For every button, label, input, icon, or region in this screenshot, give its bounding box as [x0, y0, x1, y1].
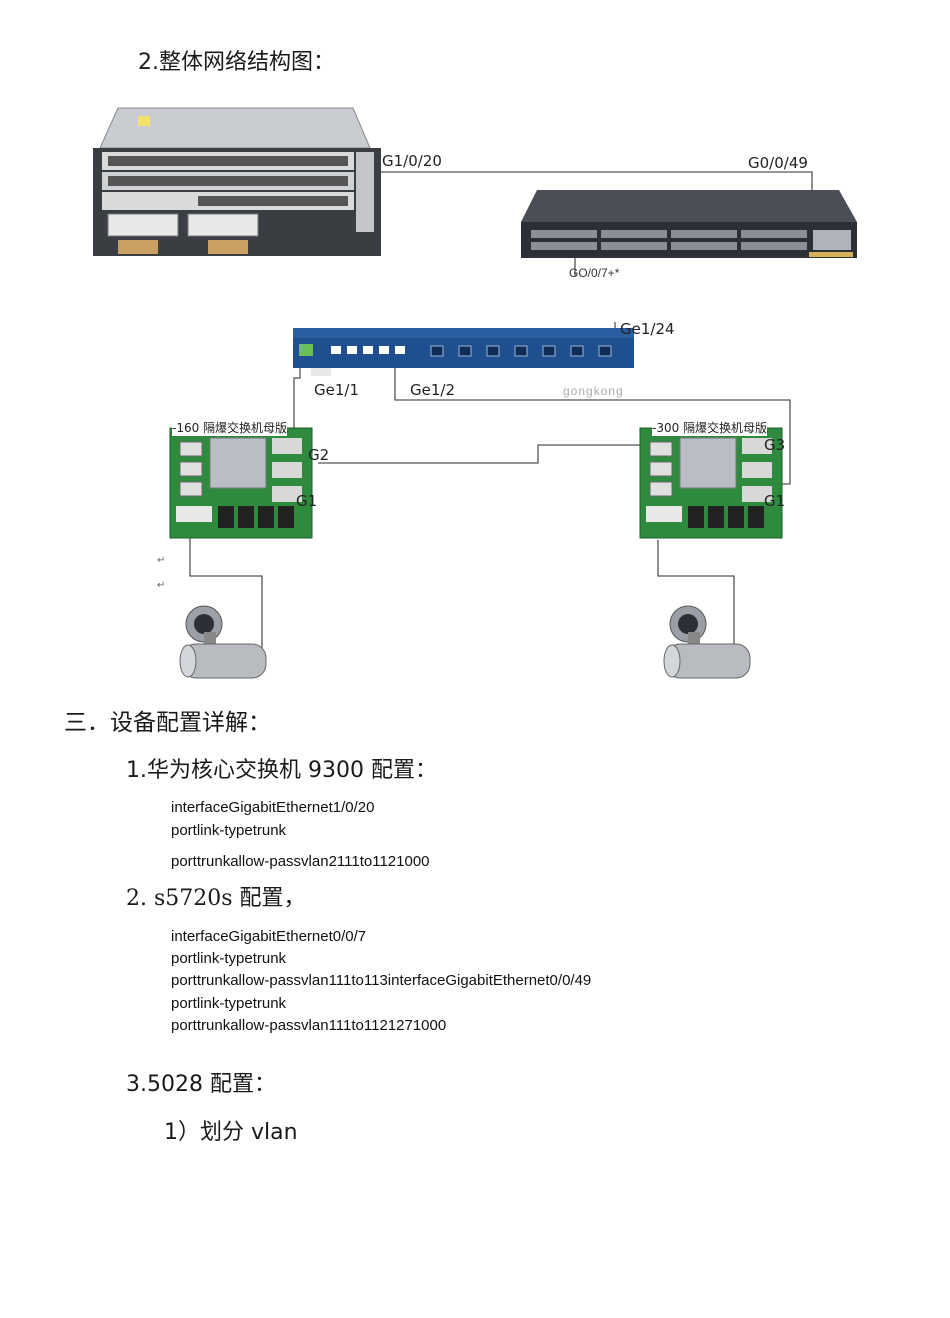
- label-left-g1: G1: [296, 492, 318, 510]
- switch-5028-image: [293, 328, 634, 376]
- label-port-5028-up: Ge1/24: [620, 320, 675, 338]
- subsection-3-item-1: 1）划分 vlan: [164, 1120, 298, 1145]
- left-board-image: [169, 427, 313, 539]
- brand-watermark: gongkong: [563, 384, 624, 398]
- paragraph-mark: ↵: [157, 555, 166, 566]
- paragraph-mark: ↵: [157, 580, 166, 591]
- core-switch-image: [93, 107, 381, 256]
- sub1-line: interfaceGigabitEthernet1/0/20: [171, 799, 375, 816]
- right-board-image: [639, 427, 783, 539]
- sub2-line: interfaceGigabitEthernet0/0/7: [171, 928, 367, 945]
- label-port-core: G1/0/20: [382, 152, 442, 170]
- subsection-2-title: 2. s5720s 配置，: [126, 886, 306, 911]
- label-port-s5720-down: GO/0/7+*: [569, 266, 620, 280]
- subsection-3-title: 3.5028 配置：: [126, 1072, 276, 1097]
- network-diagram: G1/0/20 G0/0/49 GO/0/7+* Ge1/24 Ge1/1 Ge…: [93, 107, 857, 679]
- sub2-line: portlink-typetrunk: [171, 950, 287, 967]
- label-port-5028-a: Ge1/1: [314, 381, 359, 399]
- left-camera-image: [179, 605, 267, 679]
- right-board-title: -300 隔爆交换机母版: [652, 419, 768, 436]
- label-right-g1: G1: [764, 492, 786, 510]
- sub2-line: porttrunkallow-passvlan111to1121271000: [171, 1017, 447, 1034]
- sub1-line: portlink-typetrunk: [171, 822, 287, 839]
- s5720-switch-image: [521, 190, 857, 258]
- label-right-g3: G3: [764, 436, 786, 454]
- right-camera-image: [663, 605, 751, 679]
- sub1-line: porttrunkallow-passvlan2111to1121000: [171, 853, 430, 870]
- label-port-5028-b: Ge1/2: [410, 381, 455, 399]
- sub2-line: portlink-typetrunk: [171, 995, 287, 1012]
- sub2-line: porttrunkallow-passvlan111to113interface…: [171, 972, 592, 989]
- link-ge1-1: [293, 362, 301, 436]
- subsection-1-title: 1.华为核心交换机 9300 配置：: [126, 758, 437, 783]
- label-port-s5720-uplink: G0/0/49: [748, 154, 808, 172]
- link-ge1-2: [394, 362, 791, 485]
- label-left-g2: G2: [308, 446, 330, 464]
- section-title: 三．设备配置详解：: [64, 710, 271, 736]
- diagram-heading: 2.整体网络结构图：: [138, 50, 335, 75]
- left-board-title: -160 隔爆交换机母版: [172, 419, 288, 436]
